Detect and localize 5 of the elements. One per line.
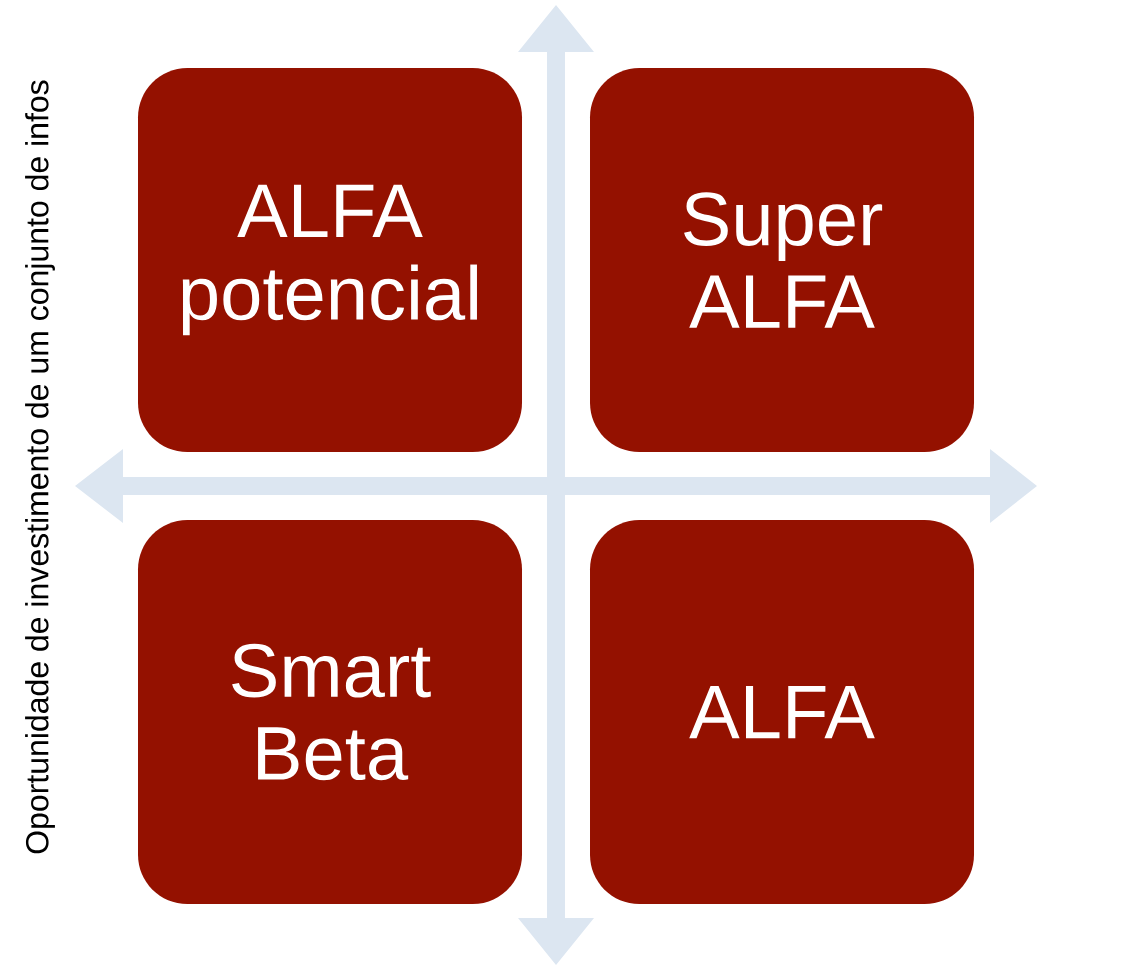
axis-label: Oportunidade de investimento de um conjunto de infos — [25, 80, 55, 854]
quadrant-box: ALFA potencial — [138, 68, 522, 452]
quadrant-box: ALFA — [590, 520, 974, 904]
quadrant-box: Smart Beta — [138, 520, 522, 904]
quadrant-box: Super ALFA — [590, 68, 974, 452]
